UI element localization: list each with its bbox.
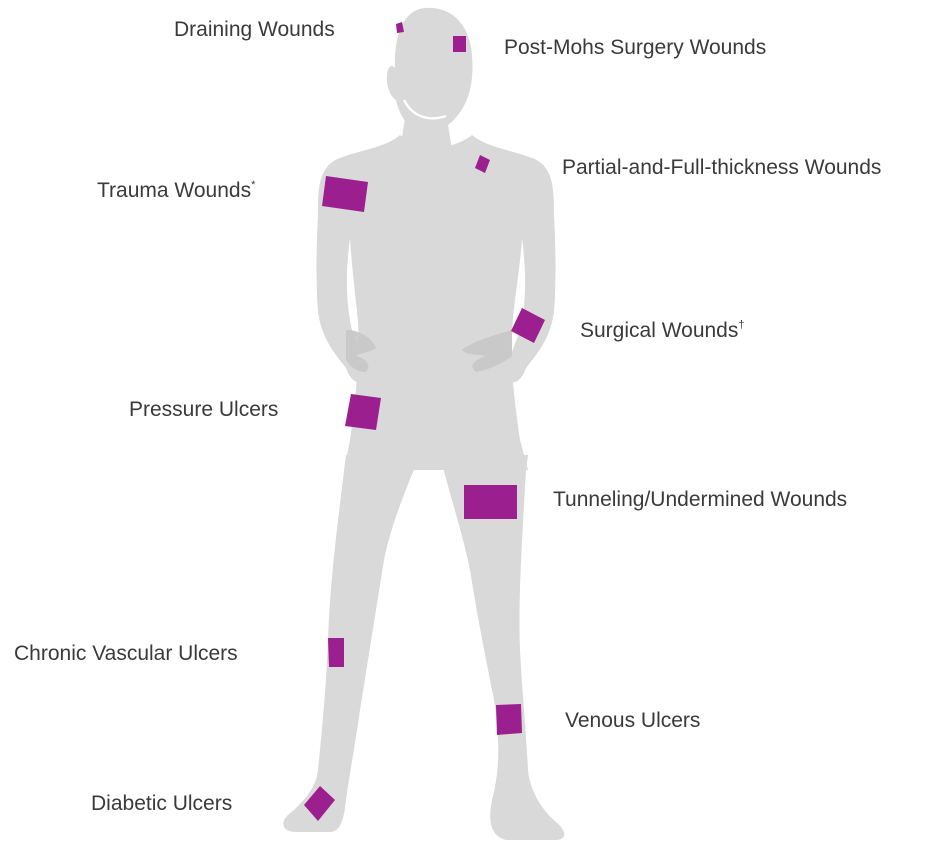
label-venous-text: Venous Ulcers (565, 709, 700, 732)
label-diabetic-text: Diabetic Ulcers (91, 792, 232, 815)
label-trauma-footnote-mark: * (251, 179, 255, 191)
label-tunneling-text: Tunneling/Undermined Wounds (553, 488, 847, 511)
dressing-pressure (345, 394, 381, 430)
dressing-draining (396, 22, 404, 33)
label-trauma-text: Trauma Wounds (97, 179, 251, 202)
body-silhouette (283, 8, 564, 840)
dressing-chronic-vascular (328, 638, 344, 667)
dressing-venous (496, 704, 522, 735)
label-surgical-text: Surgical Wounds (580, 319, 738, 342)
label-post-mohs: Post-Mohs Surgery Wounds (504, 37, 766, 58)
dressing-post-mohs (453, 36, 466, 52)
label-surgical-wounds: Surgical Wounds† (580, 320, 745, 341)
label-chronic-vascular-ulcers: Chronic Vascular Ulcers (14, 643, 238, 664)
label-trauma-wounds: Trauma Wounds* (97, 180, 255, 201)
left-leg (283, 455, 420, 832)
label-draining-text: Draining Wounds (174, 18, 335, 41)
label-partial-full-text: Partial-and-Full-thickness Wounds (562, 156, 881, 179)
label-venous-ulcers: Venous Ulcers (565, 710, 700, 731)
label-chronic-vascular-text: Chronic Vascular Ulcers (14, 642, 238, 665)
label-diabetic-ulcers: Diabetic Ulcers (91, 793, 232, 814)
label-post-mohs-text: Post-Mohs Surgery Wounds (504, 36, 766, 59)
label-tunneling-undermined: Tunneling/Undermined Wounds (553, 489, 847, 510)
label-surgical-footnote-mark: † (738, 319, 744, 331)
dressing-tunneling (464, 485, 517, 519)
label-draining-wounds: Draining Wounds (174, 19, 335, 40)
label-partial-full-thickness: Partial-and-Full-thickness Wounds (562, 157, 881, 178)
label-pressure-ulcers: Pressure Ulcers (129, 399, 278, 420)
label-pressure-text: Pressure Ulcers (129, 398, 278, 421)
dressing-trauma (322, 176, 368, 212)
